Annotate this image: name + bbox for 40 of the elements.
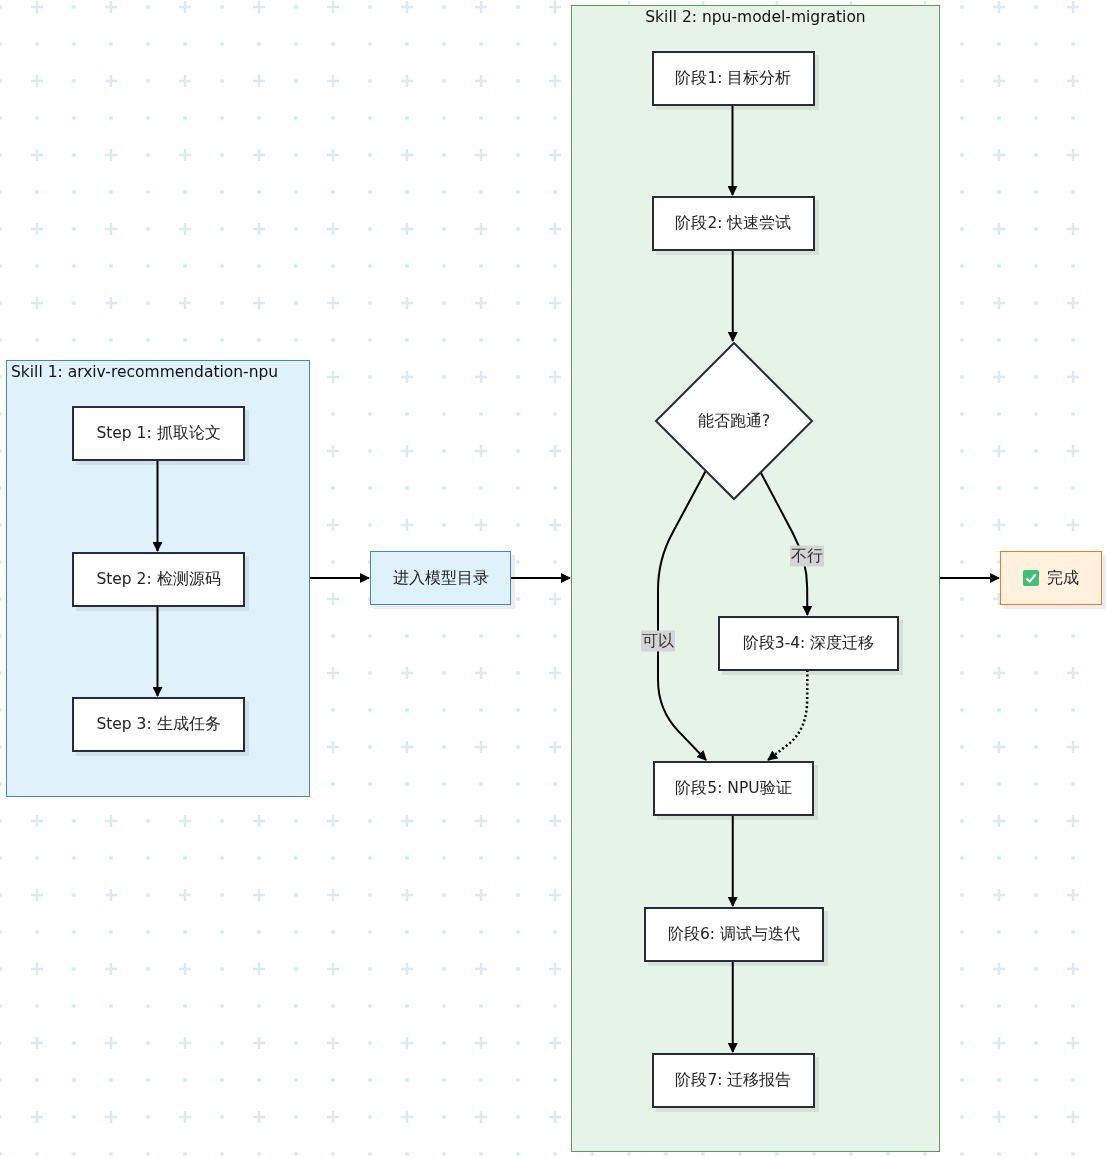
arrow <box>727 814 738 907</box>
process-box <box>652 196 815 251</box>
process-box <box>718 616 899 671</box>
arrow <box>727 104 738 196</box>
arrow <box>510 573 571 583</box>
arrow <box>657 470 708 761</box>
arrow <box>727 249 738 342</box>
process-box <box>72 552 245 607</box>
arrow <box>309 573 370 583</box>
arrow <box>727 960 738 1053</box>
arrow <box>152 605 163 697</box>
arrow <box>759 470 813 616</box>
box-label: 完成 <box>1047 567 1079 589</box>
edge-label: 可以 <box>641 630 675 652</box>
process-box <box>1000 551 1102 605</box>
group-title: Skill 1: arxiv-recommendation-npu <box>11 363 279 381</box>
arrow <box>939 573 1000 583</box>
process-box <box>370 551 511 605</box>
box-label: Step 3: 生成任务 <box>96 714 221 735</box>
process-box <box>72 697 245 752</box>
process-box <box>644 907 824 962</box>
box-label: 阶段1: 目标分析 <box>675 68 792 89</box>
box-label: Step 1: 抓取论文 <box>96 423 221 444</box>
box-label: Step 2: 检测源码 <box>96 569 221 590</box>
group-title: Skill 2: npu-model-migration <box>644 8 867 26</box>
decision-label: 能否跑通? <box>697 410 771 432</box>
process-box <box>72 406 245 461</box>
box-label: 进入模型目录 <box>392 567 489 589</box>
process-box <box>652 51 815 106</box>
box-label: 阶段3-4: 深度迁移 <box>742 633 875 654</box>
process-box <box>653 761 814 816</box>
group-container <box>6 360 310 797</box>
edge-label: 不行 <box>790 545 824 567</box>
box-label: 阶段2: 快速尝试 <box>675 213 792 234</box>
box-label: 阶段5: NPU验证 <box>675 778 792 799</box>
group-container <box>571 5 940 1152</box>
arrow <box>152 459 163 552</box>
process-box <box>652 1053 815 1108</box>
box-label: 阶段6: 调试与迭代 <box>668 924 800 945</box>
box-label: 阶段7: 迁移报告 <box>675 1070 792 1091</box>
